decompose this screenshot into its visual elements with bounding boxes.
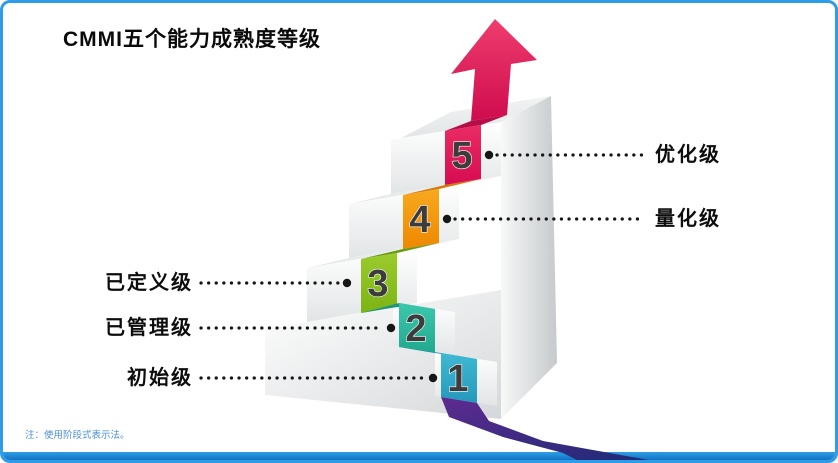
level-5-number: 5 bbox=[451, 135, 472, 177]
footnote-text: 注：使用阶段式表示法。 bbox=[25, 430, 130, 441]
ribbon-tread-5 bbox=[445, 115, 507, 131]
connector-dot-level-2 bbox=[386, 323, 396, 333]
level-3-number: 3 bbox=[367, 263, 388, 305]
ribbon-tread-4 bbox=[403, 179, 481, 195]
riser-level-2 bbox=[399, 303, 435, 353]
connector-dot-level-1 bbox=[428, 373, 438, 383]
up-arrow bbox=[451, 19, 537, 121]
staircase-right-face bbox=[501, 96, 557, 419]
level-1-number: 1 bbox=[447, 358, 468, 400]
ribbon-tread-3 bbox=[361, 243, 439, 259]
riser-level-4 bbox=[403, 189, 439, 249]
page-title: CMMI五个能力成熟度等级 bbox=[63, 28, 321, 51]
level-2-number: 2 bbox=[405, 308, 426, 350]
bottom-accent-bar bbox=[3, 452, 835, 460]
level-4-number: 4 bbox=[409, 199, 430, 241]
riser-level-3 bbox=[361, 253, 397, 313]
connector-dot-level-5 bbox=[484, 150, 494, 160]
label-level-3: 已定义级 bbox=[105, 272, 193, 294]
riser-level-5 bbox=[445, 125, 481, 185]
label-level-1: 初始级 bbox=[127, 367, 193, 389]
connector-dot-level-3 bbox=[342, 278, 352, 288]
staircase-diagram: 5 4 3 2 1 bbox=[199, 19, 649, 460]
ribbon-bottom-flow bbox=[441, 397, 649, 460]
label-level-4: 量化级 bbox=[655, 208, 721, 230]
riser-level-1 bbox=[441, 353, 477, 403]
label-level-2: 已管理级 bbox=[105, 317, 193, 339]
connector-dot-level-4 bbox=[442, 214, 452, 224]
label-level-5: 优化级 bbox=[655, 144, 721, 166]
